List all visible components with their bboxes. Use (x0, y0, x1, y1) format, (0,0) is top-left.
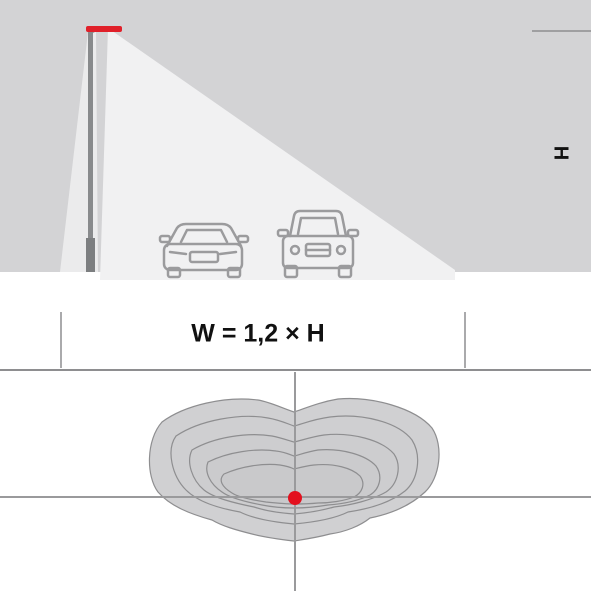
lamp-position-point (288, 491, 302, 505)
width-formula-label: W = 1,2 × H (191, 320, 324, 348)
car-boxy-view (276, 209, 360, 279)
lamp-head (86, 26, 122, 32)
lamp-pole-base (86, 238, 95, 272)
lamp-pole (88, 32, 93, 272)
height-label: H (550, 146, 572, 160)
car-front-view (158, 222, 250, 279)
light-beam-main (100, 28, 455, 280)
